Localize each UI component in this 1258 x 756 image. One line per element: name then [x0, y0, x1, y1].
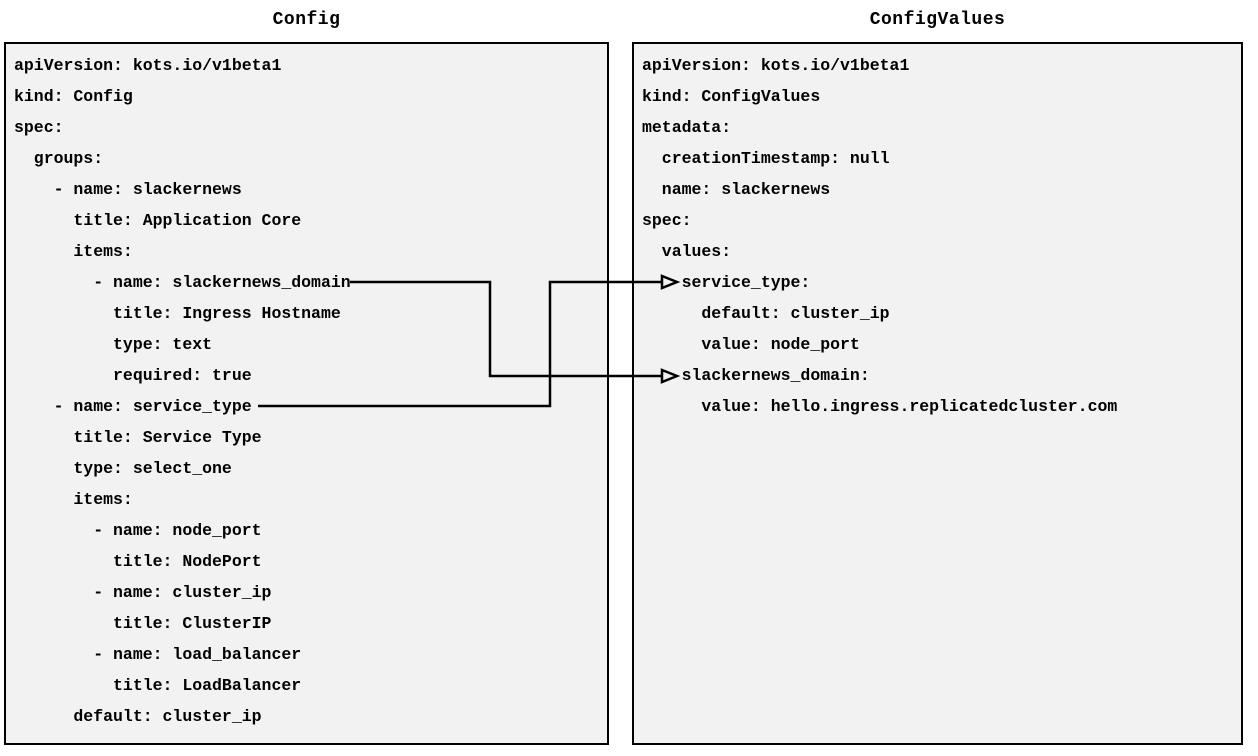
- code-line: required: true: [14, 366, 252, 385]
- code-line: title: ClusterIP: [14, 614, 272, 633]
- code-line: apiVersion: kots.io/v1beta1: [642, 56, 910, 75]
- config-panel-title: Config: [272, 10, 341, 30]
- code-line: title: LoadBalancer: [14, 676, 302, 695]
- code-line: - name: service_type: [14, 397, 252, 416]
- code-line: creationTimestamp: null: [642, 149, 890, 168]
- code-line: title: Service Type: [14, 428, 262, 447]
- code-line: title: Application Core: [14, 211, 302, 230]
- code-line: value: node_port: [642, 335, 860, 354]
- code-line: values:: [642, 242, 732, 261]
- code-line: default: cluster_ip: [14, 707, 262, 726]
- config-yaml: apiVersion: kots.io/v1beta1 kind: Config s…: [6, 44, 607, 738]
- code-line: title: Ingress Hostname: [14, 304, 341, 323]
- code-line: - name: slackernews: [14, 180, 242, 199]
- code-line: kind: Config: [14, 87, 133, 106]
- code-line: service_type:: [642, 273, 811, 292]
- code-line: items:: [14, 490, 133, 509]
- configvalues-panel-title: ConfigValues: [869, 10, 1006, 30]
- code-line: value: hello.ingress.replicatedcluster.c…: [642, 397, 1118, 416]
- code-line: title: NodePort: [14, 552, 262, 571]
- code-line: name: slackernews: [642, 180, 831, 199]
- code-line: default: cluster_ip: [642, 304, 890, 323]
- code-line: type: text: [14, 335, 213, 354]
- code-line: slackernews_domain:: [642, 366, 870, 385]
- code-line: apiVersion: kots.io/v1beta1: [14, 56, 282, 75]
- config-code-block: apiVersion: kots.io/v1beta1 kind: Config s…: [4, 42, 609, 745]
- code-line: - name: node_port: [14, 521, 262, 540]
- code-line: - name: slackernews_domain: [14, 273, 351, 292]
- code-line: - name: cluster_ip: [14, 583, 272, 602]
- code-line: metadata:: [642, 118, 732, 137]
- code-line: items:: [14, 242, 133, 261]
- configvalues-code-block: apiVersion: kots.io/v1beta1 kind: ConfigV…: [632, 42, 1243, 745]
- code-line: spec:: [14, 118, 64, 137]
- code-line: kind: ConfigValues: [642, 87, 821, 106]
- code-line: type: select_one: [14, 459, 232, 478]
- code-line: - name: load_balancer: [14, 645, 302, 664]
- configvalues-yaml: apiVersion: kots.io/v1beta1 kind: ConfigV…: [634, 44, 1241, 428]
- code-line: spec:: [642, 211, 692, 230]
- code-line: groups:: [14, 149, 104, 168]
